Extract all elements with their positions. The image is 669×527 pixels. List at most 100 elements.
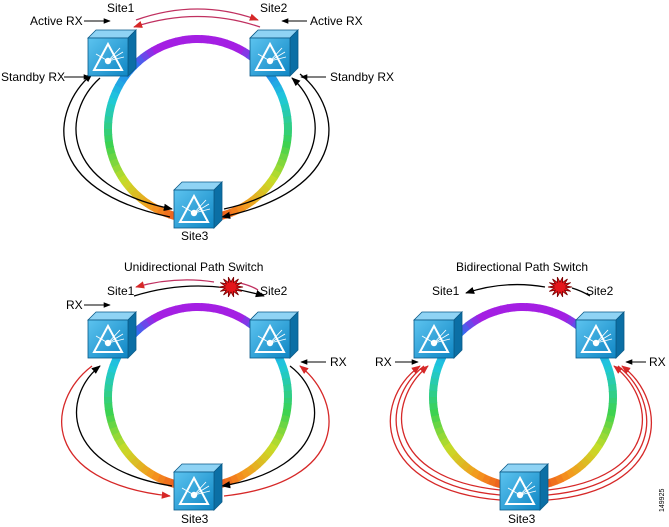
ring-segment (206, 303, 216, 313)
ring-segment (537, 304, 547, 314)
ring-segment (111, 163, 123, 174)
ring-segment (234, 203, 245, 214)
ring-segment (570, 464, 581, 476)
ring-segment (150, 203, 161, 214)
ring-segment (605, 371, 616, 381)
ring-segment (434, 357, 445, 368)
ring-segment (281, 140, 292, 150)
ring-segment (117, 173, 129, 185)
ring-segment (273, 84, 285, 95)
ring-segment (500, 304, 509, 314)
ring-segment (104, 140, 114, 149)
ring-segment (481, 309, 492, 320)
optical-node-icon (499, 463, 549, 511)
ring-segment (234, 471, 245, 482)
arc-bi-left-red-inner (400, 365, 501, 491)
ring-segment (112, 84, 123, 95)
ring-segment (224, 39, 235, 50)
ring-segment (278, 152, 289, 163)
label-site1: Site1 (107, 1, 135, 15)
optical-node-icon (173, 181, 223, 229)
fiber-cut-bursts (218, 276, 573, 298)
ring-segment (270, 79, 282, 90)
optical-node-icon (87, 311, 137, 359)
ring-segment (595, 437, 607, 448)
label-uni-rx-right: RX (330, 355, 347, 369)
ring-segment (155, 205, 166, 217)
ring-segment (161, 476, 172, 487)
ring-segment (559, 471, 570, 482)
ring-segment (135, 54, 146, 66)
ring-segment (608, 383, 617, 392)
ring-segment (129, 456, 141, 467)
ring-segment (156, 41, 167, 52)
ring-segment (525, 303, 534, 312)
ring-segment (200, 303, 209, 312)
label-uni-site1: Site1 (107, 284, 135, 298)
ring-segment (607, 377, 617, 386)
ring-segment (554, 474, 565, 485)
ring-segment (111, 431, 123, 442)
ring-segment (129, 188, 141, 199)
ring-segment (267, 73, 279, 85)
ring-segment (218, 37, 228, 48)
ring-segment (139, 464, 150, 475)
optical-node-icon (173, 463, 223, 511)
label-uni-rx-left: RX (66, 298, 83, 312)
ring-segment (121, 446, 133, 458)
ring-segment (475, 471, 486, 482)
ring-segment (506, 303, 515, 313)
ring-segment (245, 464, 256, 476)
arc-right-outer (221, 73, 330, 219)
ring-segment (606, 408, 617, 418)
label-active-rx-left: Active RX (30, 14, 83, 28)
ring-segment (230, 41, 241, 53)
optical-nodes (87, 29, 625, 511)
ring-segment (432, 419, 443, 430)
ring-segment (278, 364, 289, 375)
ring-segment (460, 322, 471, 334)
optical-node-icon (575, 311, 625, 359)
ring-segment (105, 145, 116, 155)
ring-segment (588, 447, 600, 459)
ring-segment (235, 44, 246, 55)
arc-bi-top-black-right (571, 287, 591, 297)
ring-segment (140, 318, 151, 330)
ring-segment (270, 437, 282, 448)
ring-segment (429, 376, 440, 386)
ring-segment (150, 471, 161, 482)
ring-segment (259, 184, 271, 195)
ring-segment (584, 452, 596, 463)
ring-bidirectional (428, 302, 618, 492)
ring-segment (140, 50, 151, 62)
ring-segment (107, 95, 118, 106)
ring-segment (454, 456, 466, 467)
ring-segment (278, 96, 289, 107)
ring-segment (280, 371, 291, 381)
ring-segment (107, 419, 118, 430)
ring-segment (432, 363, 443, 374)
fiber-cut-burst-icon (547, 276, 573, 298)
unidirectional-diagram: Unidirectional Path Switch Site1 Site2 S… (61, 260, 347, 526)
arc-site2-to-site1 (133, 15, 261, 28)
ring-segment (109, 425, 120, 436)
ring-segment (283, 402, 292, 412)
ring-segment (442, 441, 454, 453)
ring-segment (206, 35, 216, 45)
title-unidirectional: Unidirectional Path Switch (124, 260, 263, 274)
ring-segment (555, 309, 566, 321)
ring-segment (278, 420, 289, 431)
ring-segment (267, 442, 278, 454)
bidirectional-diagram: Bidirectional Path Switch Site1 Site2 Si… (375, 260, 666, 526)
ring-segment (240, 315, 252, 327)
ring-segment (480, 473, 491, 485)
ring-segment (465, 318, 476, 330)
ring-segment (218, 305, 228, 316)
title-bidirectional: Bidirectional Path Switch (456, 260, 588, 274)
arc-site1-to-site2 (135, 8, 259, 21)
ring-segment (273, 163, 284, 174)
label-site3: Site3 (181, 229, 209, 243)
ring-segment (175, 304, 184, 314)
ring-segment (212, 304, 222, 314)
ring-segment (575, 460, 586, 472)
